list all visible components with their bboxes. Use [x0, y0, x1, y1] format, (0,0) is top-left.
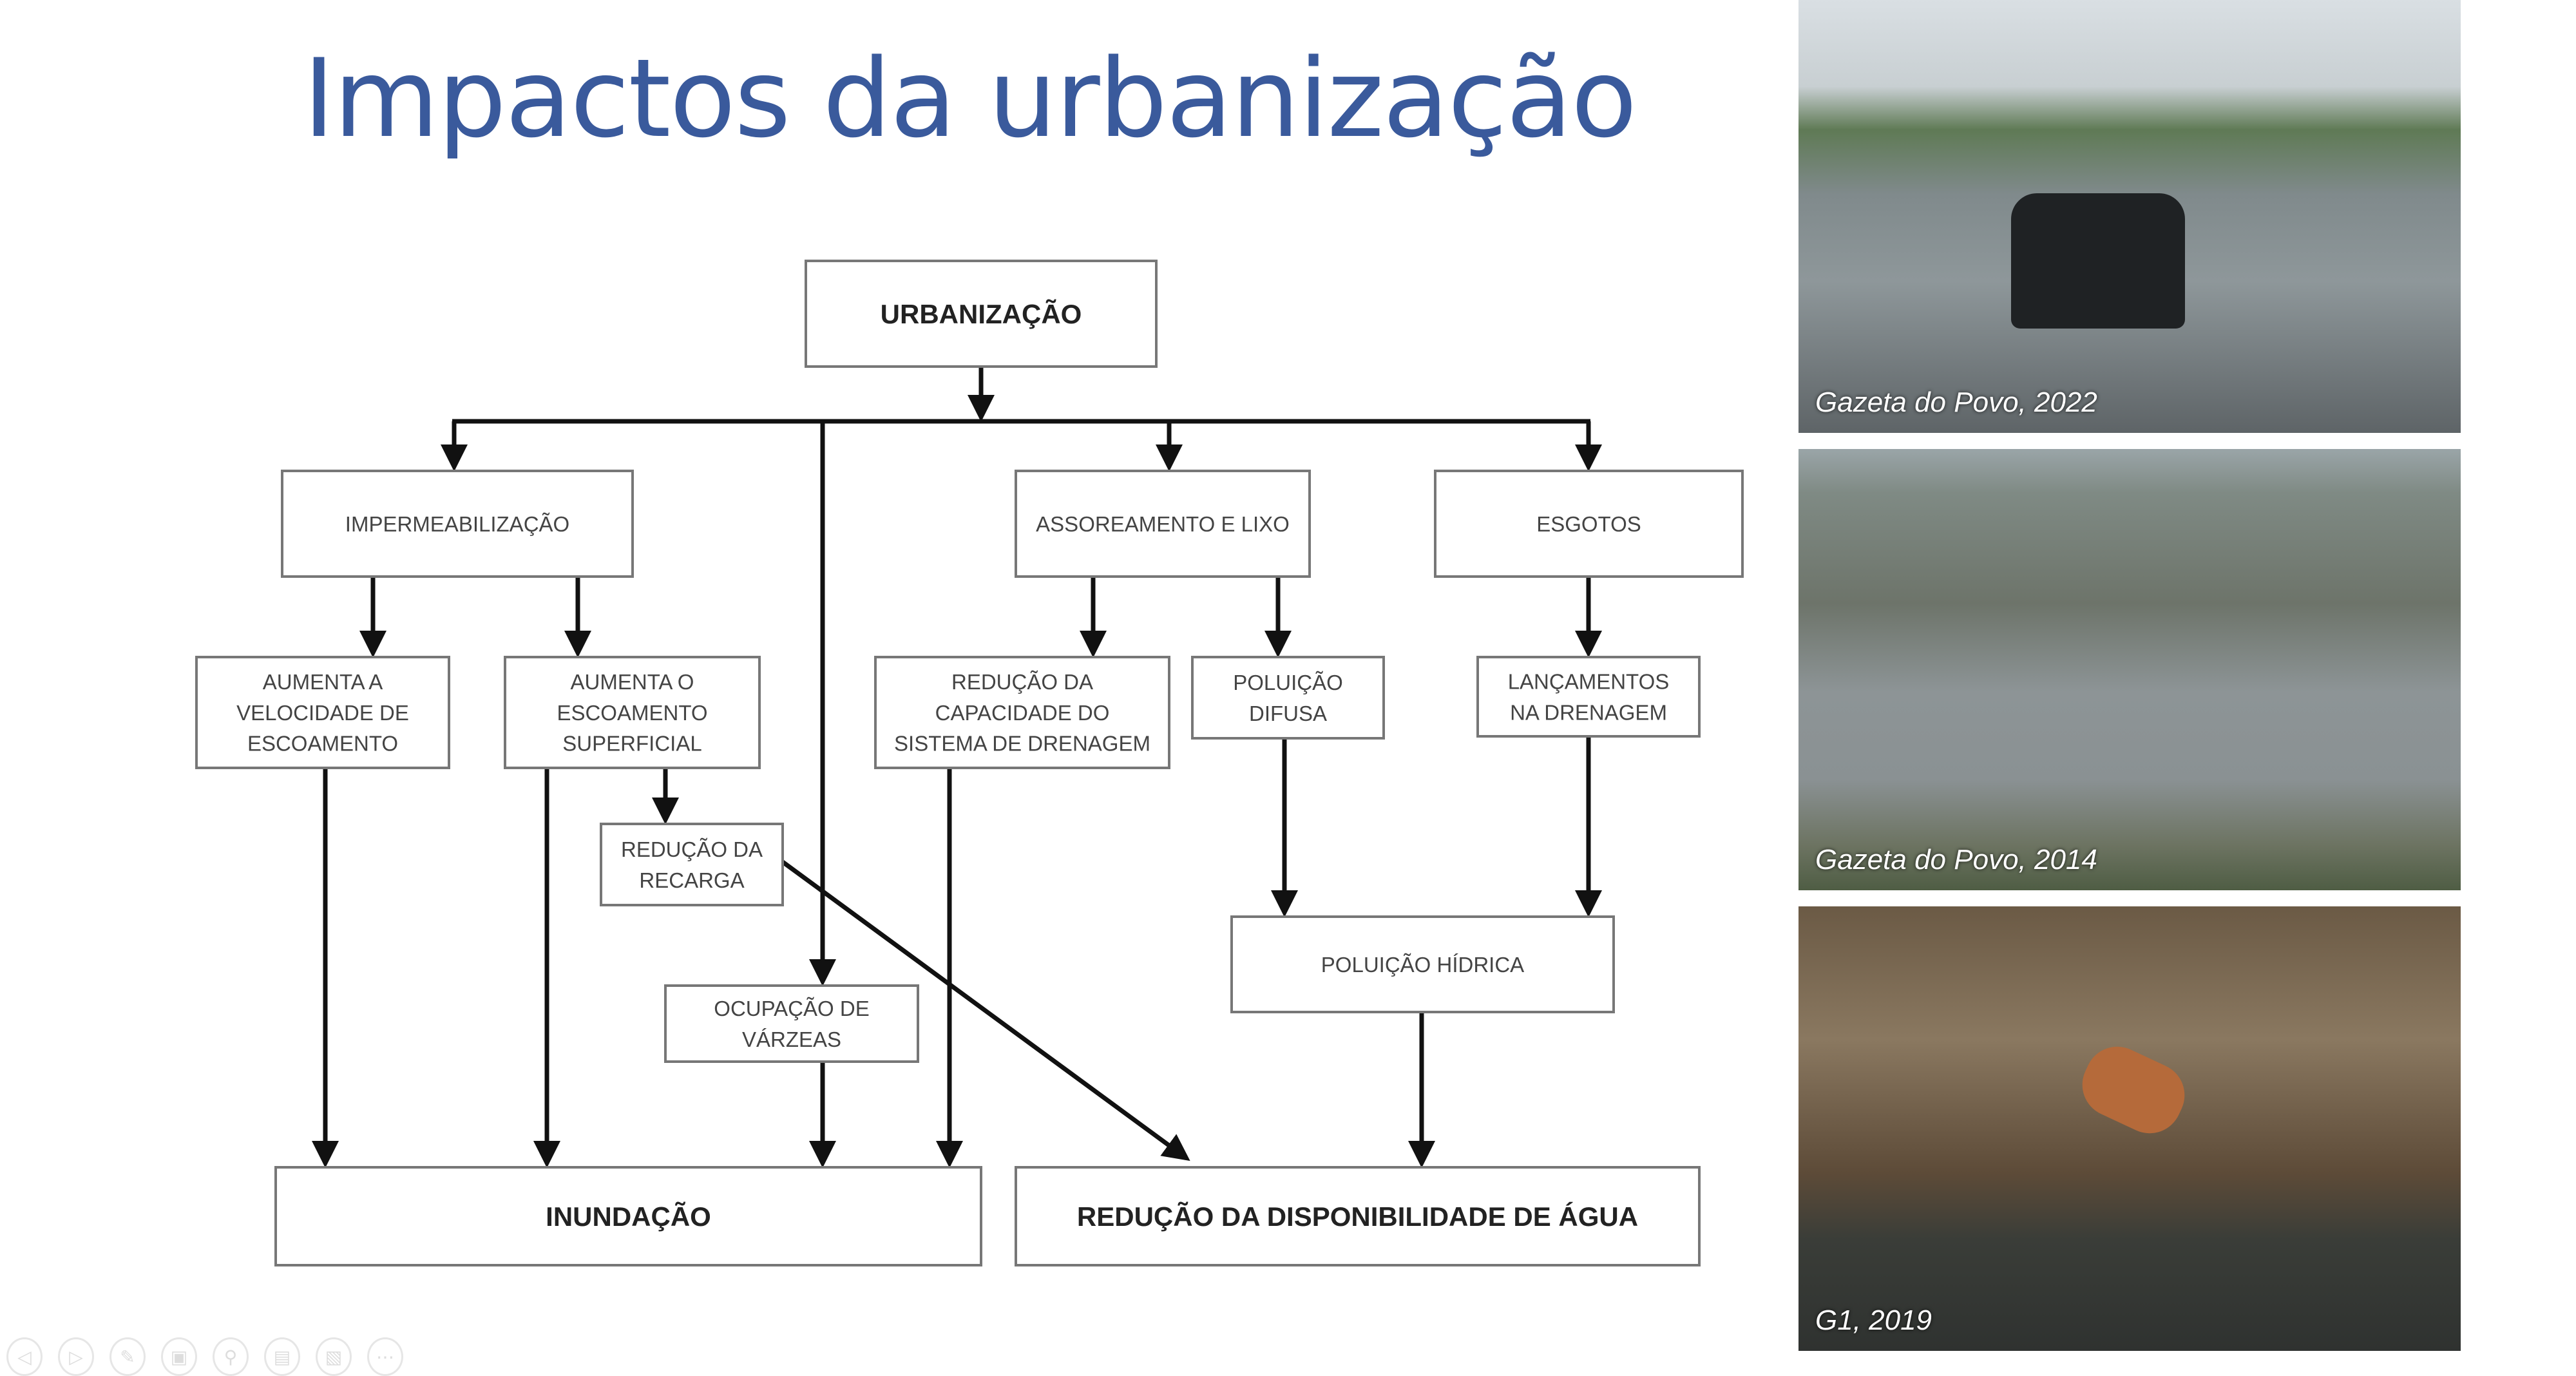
- presentation-toolbar: ◁ ▷ ✎ ▣ ⚲ ▤ ▧ ⋯: [6, 1337, 403, 1376]
- camera-off-icon[interactable]: ▧: [316, 1337, 352, 1376]
- node-label: VELOCIDADE DE: [236, 701, 409, 725]
- node-reducao-capacidade: REDUÇÃO DA CAPACIDADE DO SISTEMA DE DRENAG…: [874, 656, 1170, 769]
- node-label: ESCOAMENTO: [557, 701, 707, 725]
- photo-polluted-drain: G1, 2019: [1798, 906, 2461, 1351]
- node-aumenta-escoamento: AUMENTA O ESCOAMENTO SUPERFICIAL: [504, 656, 761, 769]
- node-box: [600, 823, 784, 906]
- node-box: [1191, 656, 1385, 740]
- node-reducao-recarga: REDUÇÃO DA RECARGA: [600, 823, 784, 906]
- photo-caption: Gazeta do Povo, 2014: [1815, 844, 2097, 875]
- node-ocupacao-varzeas: OCUPAÇÃO DE VÁRZEAS: [664, 984, 919, 1063]
- node-poluicao-difusa: POLUIÇÃO DIFUSA: [1191, 656, 1385, 740]
- node-label: ESGOTOS: [1536, 512, 1641, 536]
- node-impermeabilizacao: IMPERMEABILIZAÇÃO: [281, 470, 634, 578]
- node-box: [1230, 915, 1615, 1013]
- photo-flooded-street: Gazeta do Povo, 2022: [1798, 0, 2461, 433]
- node-box: [281, 470, 634, 578]
- photo-caption: G1, 2019: [1815, 1304, 1932, 1336]
- node-box: [874, 656, 1170, 769]
- node-poluicao-hidrica: POLUIÇÃO HÍDRICA: [1230, 915, 1615, 1013]
- node-box: [1015, 1166, 1701, 1266]
- arrow: [781, 860, 1190, 1161]
- node-label: REDUÇÃO DA: [621, 837, 763, 861]
- node-box: [1476, 656, 1701, 738]
- node-label: URBANIZAÇÃO: [881, 299, 1082, 329]
- node-label: CAPACIDADE DO: [935, 701, 1110, 725]
- node-label: NA DRENAGEM: [1510, 700, 1667, 724]
- node-label: OCUPAÇÃO DE: [714, 997, 869, 1020]
- node-label: AUMENTA O: [571, 670, 694, 694]
- node-box: [1015, 470, 1311, 578]
- node-label: DIFUSA: [1249, 702, 1327, 725]
- node-label: REDUÇÃO DA: [951, 670, 1093, 694]
- zoom-icon[interactable]: ⚲: [213, 1337, 249, 1376]
- next-icon[interactable]: ▷: [58, 1337, 94, 1376]
- node-label: POLUIÇÃO: [1233, 671, 1343, 694]
- slide-title: Impactos da urbanização: [303, 35, 1637, 162]
- node-box: [664, 984, 919, 1063]
- node-lancamentos: LANÇAMENTOS NA DRENAGEM: [1476, 656, 1701, 738]
- node-label: REDUÇÃO DA DISPONIBILIDADE DE ÁGUA: [1077, 1201, 1638, 1232]
- pages-icon[interactable]: ▣: [161, 1337, 197, 1376]
- photo-flooded-city: Gazeta do Povo, 2014: [1798, 449, 2461, 890]
- pipe-shape: [2072, 1036, 2195, 1144]
- node-inundacao: INUNDAÇÃO: [274, 1166, 982, 1266]
- previous-icon[interactable]: ◁: [6, 1337, 43, 1376]
- node-box: [274, 1166, 982, 1266]
- node-aumenta-velocidade: AUMENTA A VELOCIDADE DE ESCOAMENTO: [195, 656, 450, 769]
- node-label: ESCOAMENTO: [247, 732, 398, 756]
- node-esgotos: ESGOTOS: [1434, 470, 1744, 578]
- node-urbanizacao: URBANIZAÇÃO: [805, 260, 1158, 368]
- node-label: IMPERMEABILIZAÇÃO: [345, 512, 569, 536]
- node-label: SUPERFICIAL: [562, 732, 701, 756]
- node-label: INUNDAÇÃO: [546, 1201, 711, 1232]
- node-box: [504, 656, 761, 769]
- node-label: LANÇAMENTOS: [1508, 669, 1670, 693]
- more-icon[interactable]: ⋯: [367, 1337, 403, 1376]
- node-label: ASSOREAMENTO E LIXO: [1036, 512, 1290, 536]
- node-box: [195, 656, 450, 769]
- car-shape: [2011, 193, 2185, 329]
- node-box: [1434, 470, 1744, 578]
- node-label: POLUIÇÃO HÍDRICA: [1321, 953, 1524, 977]
- pen-icon[interactable]: ✎: [110, 1337, 146, 1376]
- node-label: RECARGA: [639, 868, 744, 892]
- node-box: [805, 260, 1158, 368]
- node-assoreamento: ASSOREAMENTO E LIXO: [1015, 470, 1311, 578]
- node-reducao-disponibilidade: REDUÇÃO DA DISPONIBILIDADE DE ÁGUA: [1015, 1166, 1701, 1266]
- node-label: AUMENTA A: [263, 670, 383, 694]
- photo-caption: Gazeta do Povo, 2022: [1815, 387, 2097, 418]
- node-label: VÁRZEAS: [742, 1027, 841, 1051]
- subtitles-icon[interactable]: ▤: [264, 1337, 300, 1376]
- node-label: SISTEMA DE DRENAGEM: [894, 732, 1150, 756]
